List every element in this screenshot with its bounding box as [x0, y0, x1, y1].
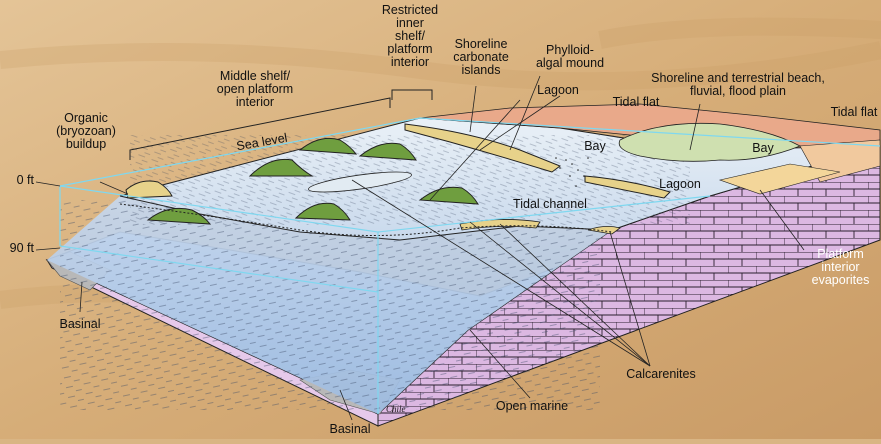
label-bay-center: Bay: [580, 140, 610, 153]
artist-signature: Chile: [386, 404, 406, 414]
label-lagoon-top: Lagoon: [528, 84, 588, 97]
label-tidal-flat-right: Tidal flat: [824, 106, 881, 119]
label-lagoon-right: Lagoon: [650, 178, 710, 191]
label-basinal-left: Basinal: [48, 318, 112, 331]
label-phylloid-algal-mound: Phylloid- algal mound: [528, 44, 612, 70]
label-ninety-ft: 90 ft: [0, 242, 34, 255]
label-bay-right: Bay: [748, 142, 778, 155]
label-middle-shelf: Middle shelf/ open platform interior: [200, 70, 310, 109]
label-zero-ft: 0 ft: [0, 174, 34, 187]
label-organic-buildup: Organic (bryozoan) buildup: [44, 112, 128, 151]
label-calcarenites: Calcarenites: [616, 368, 706, 381]
label-restricted-inner-shelf: Restricted inner shelf/ platform interio…: [368, 4, 452, 69]
label-shoreline-carbonate-islands: Shoreline carbonate islands: [446, 38, 516, 77]
label-platform-interior-evaporites: Platform interior evaporites: [800, 248, 881, 287]
label-open-marine: Open marine: [484, 400, 580, 413]
label-basinal-bottom: Basinal: [318, 423, 382, 436]
label-shoreline-terrestrial: Shoreline and terrestrial beach, fluvial…: [628, 72, 848, 98]
label-tidal-channel: Tidal channel: [502, 198, 598, 211]
